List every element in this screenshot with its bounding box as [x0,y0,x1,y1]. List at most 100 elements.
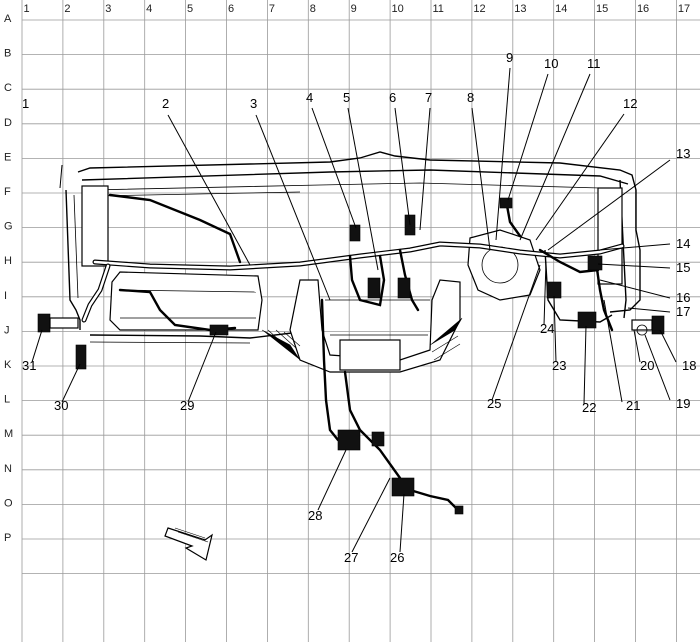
callout-leader-5 [347,107,379,271]
grid-row-label: E [4,151,11,163]
grid-row-label: D [4,117,12,129]
callout-leader-11 [519,73,591,241]
callout-leader-1 [59,164,63,189]
forward-arrow [164,527,213,561]
grid-row-label: G [4,221,13,233]
callout-leader-7 [419,107,431,231]
grid-column-label: 13 [514,3,526,15]
callout-5: 5 [343,90,350,105]
grid-row-label: J [4,324,10,336]
grid-column-label: 8 [310,3,316,15]
callout-25: 25 [487,396,501,411]
grid-row-label: H [4,255,12,267]
callout-leader-13 [547,159,671,251]
connector-15 [587,255,603,271]
callout-15: 15 [676,260,690,275]
callout-leader-17 [627,307,671,313]
callout-2: 2 [162,96,169,111]
upper-left-wire [108,193,242,264]
callout-leaders [31,67,677,553]
grid-column-label: 4 [146,3,152,15]
lower-pigtail [408,488,460,512]
left-end-bracket [65,189,81,330]
callout-leader-19 [644,334,671,401]
callout-23: 23 [552,358,566,373]
callout-10: 10 [544,56,558,71]
grid-row-label: A [4,13,12,25]
grid-column-label: 11 [432,3,443,15]
callout-28: 28 [308,508,322,523]
grid-column-label: 3 [105,3,111,15]
center-hatched-panel [261,317,463,361]
center-drop-wire [320,298,340,442]
callout-leader-28 [317,449,347,511]
callout-leader-16 [599,279,671,299]
connector-4 [349,224,361,242]
grid-column-label: 14 [555,3,567,15]
callout-31: 31 [22,358,36,373]
grid-row-label: O [4,497,13,509]
callout-22: 22 [582,400,596,415]
callout-leader-15 [597,263,671,269]
left-bracket-plate [81,185,109,267]
callout-16: 16 [676,290,690,305]
callout-19: 19 [676,396,690,411]
callout-leader-26 [399,493,405,553]
connector-31 [37,313,51,333]
callout-4: 4 [306,90,313,105]
callout-7: 7 [425,90,432,105]
callout-3: 3 [250,96,257,111]
callout-leader-4 [311,107,357,229]
grid-column-label: 15 [596,3,608,15]
callout-20: 20 [640,358,654,373]
callout-leader-31 [31,329,43,363]
console-module [339,339,401,371]
callout-29: 29 [180,398,194,413]
dash-top-outline [77,151,641,313]
callout-leader-30 [61,363,81,403]
grid-column-label: 7 [269,3,275,15]
callout-leader-21 [603,299,623,403]
callout-leader-9 [495,67,511,241]
grid-row-label: C [4,82,12,94]
callout-21: 21 [626,398,640,413]
connector-26 [391,477,415,497]
grid-row-label: B [4,48,11,60]
callout-leader-29 [187,331,217,403]
callout-leader-2 [167,114,251,266]
callout-leader-12 [535,113,625,241]
grid-column-label: 12 [473,3,485,15]
grid-row-label: N [4,463,12,475]
connector-19 [636,324,648,336]
callout-24: 24 [540,321,554,336]
callout-27: 27 [344,550,358,565]
grid-row-label: L [4,394,10,406]
glove-box [109,271,263,331]
grid-row-label: F [4,186,11,198]
grid-column-label: 16 [637,3,649,15]
instrument-panel-illustration [37,151,665,561]
connector-center-b [397,277,411,299]
callout-leader-14 [599,243,671,251]
grid-column-label: 9 [351,3,357,15]
callout-6: 6 [389,90,396,105]
callout-leader-27 [351,477,391,553]
connector-18 [651,315,665,335]
callout-leader-18 [659,329,677,363]
center-console [289,279,461,373]
callout-12: 12 [623,96,637,111]
grid-row-label: I [4,290,7,302]
callout-11: 11 [587,56,601,71]
callout-30: 30 [54,398,68,413]
grid-row-label: M [4,428,13,440]
connector-23 [546,281,562,299]
connector-10 [499,197,513,209]
grid-row-label: K [4,359,12,371]
callout-18: 18 [682,358,696,373]
callout-leader-22 [583,325,587,405]
callout-leader-8 [471,107,491,251]
connector-28 [337,429,361,451]
callout-leader-10 [507,73,549,201]
